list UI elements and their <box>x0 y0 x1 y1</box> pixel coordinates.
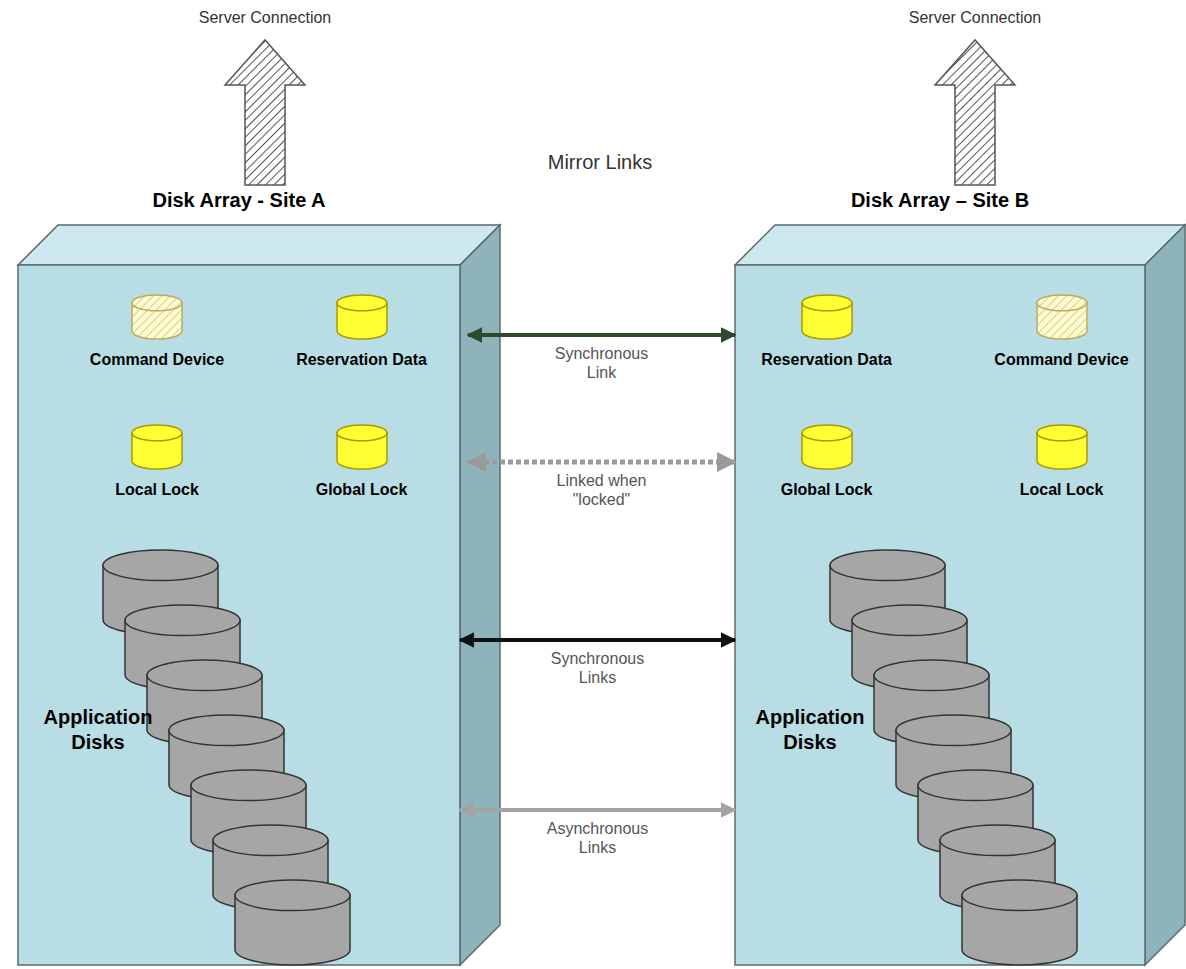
link-label: Asynchronous Links <box>533 819 663 857</box>
cylinder-top <box>874 660 989 691</box>
volume-cylinder: Reservation Data <box>735 293 918 369</box>
cylinder-top <box>235 880 350 911</box>
volume-cylinder: Local Lock <box>68 423 246 499</box>
command-device: Command Device <box>970 293 1153 369</box>
cylinder-icon <box>1035 293 1089 341</box>
disk-label: Application Disks <box>33 705 163 755</box>
link-label: Synchronous Links <box>538 649 658 687</box>
cylinder-top <box>103 550 218 581</box>
cylinder-top <box>191 770 306 801</box>
cylinder-top <box>147 660 262 691</box>
cylinder-top <box>337 425 387 441</box>
free-label: Mirror Links <box>530 150 670 174</box>
volume-cylinder: Global Lock <box>735 423 918 499</box>
array-top <box>735 225 1185 265</box>
mirror-link <box>460 808 735 812</box>
volume-label: Command Device <box>970 351 1153 369</box>
array-heading: Disk Array - Site A <box>18 189 460 212</box>
free-label: Server Connection <box>155 8 375 27</box>
mirror-link <box>460 638 735 642</box>
cylinder-top <box>213 825 328 856</box>
cylinder-top <box>940 825 1055 856</box>
cylinder-icon <box>130 423 184 471</box>
cylinder-icon <box>800 423 854 471</box>
volume-label: Reservation Data <box>735 351 918 369</box>
cylinder-top <box>125 605 240 636</box>
array-front <box>18 265 460 965</box>
cylinder-icon <box>335 423 389 471</box>
cylinder-top <box>852 605 967 636</box>
cylinder-top <box>830 550 945 581</box>
cylinder-top <box>1037 295 1087 311</box>
cylinder-top <box>896 715 1011 746</box>
mirror-link <box>468 333 735 337</box>
command-device: Command Device <box>68 293 246 369</box>
server-arrow <box>225 40 305 185</box>
array-side <box>1145 225 1185 965</box>
cylinder-icon <box>335 293 389 341</box>
application-disks: Application Disks <box>735 540 1145 960</box>
cylinder-icon <box>800 293 854 341</box>
array-heading: Disk Array – Site B <box>735 189 1145 212</box>
cylinder-top <box>1037 425 1087 441</box>
link-label: Synchronous Link <box>542 344 662 382</box>
array-front <box>735 265 1145 965</box>
array-side <box>460 225 500 965</box>
link-label: Linked when "locked" <box>554 471 649 509</box>
volume-cylinder: Local Lock <box>970 423 1153 499</box>
cylinder-top <box>802 295 852 311</box>
cylinder-top <box>918 770 1033 801</box>
disk-label: Application Disks <box>745 705 875 755</box>
cylinder-top <box>802 425 852 441</box>
volume-label: Global Lock <box>735 481 918 499</box>
volume-label: Local Lock <box>970 481 1153 499</box>
volume-label: Command Device <box>68 351 246 369</box>
server-arrow <box>935 40 1015 185</box>
cylinder-icon <box>130 293 184 341</box>
volume-label: Local Lock <box>68 481 246 499</box>
cylinder-top <box>132 295 182 311</box>
array-top <box>18 225 500 265</box>
disk-array: Disk Array – Site BReservation DataComma… <box>735 265 1145 965</box>
volume-label: Reservation Data <box>255 351 468 369</box>
cylinder-top <box>169 715 284 746</box>
mirror-link <box>468 460 735 465</box>
application-disks: Application Disks <box>18 540 460 960</box>
disk-array: Disk Array - Site ACommand DeviceReserva… <box>18 265 460 965</box>
cylinder-top <box>337 295 387 311</box>
cylinder-top <box>132 425 182 441</box>
volume-cylinder: Reservation Data <box>255 293 468 369</box>
free-label: Server Connection <box>865 8 1085 27</box>
volume-cylinder: Global Lock <box>255 423 468 499</box>
cylinder-top <box>962 880 1077 911</box>
volume-label: Global Lock <box>255 481 468 499</box>
cylinder-icon <box>1035 423 1089 471</box>
